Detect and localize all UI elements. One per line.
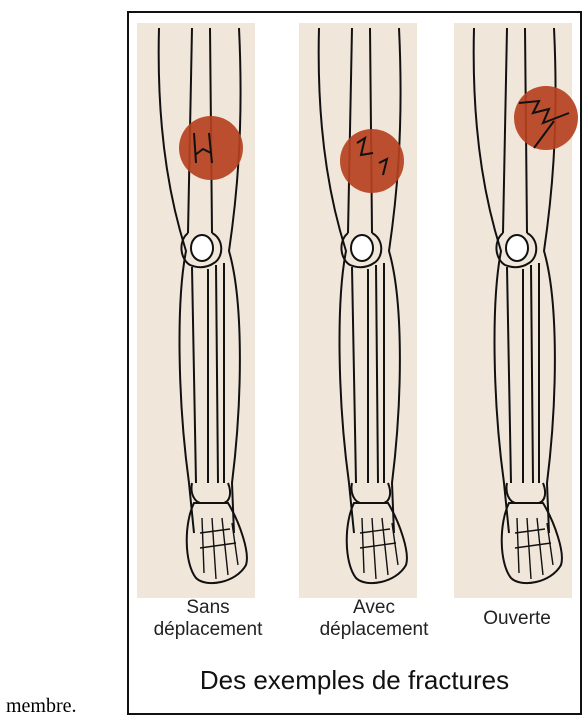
leg-1-label-line1: Sans <box>153 597 263 619</box>
trailing-text: membre. <box>6 695 77 717</box>
leg-1-background <box>137 23 255 598</box>
figure-caption: Des exemples de fractures <box>129 665 580 696</box>
leg-2-fracture-zone <box>340 129 404 193</box>
leg-1-label-line2: déplacement <box>153 619 263 641</box>
fracture-figure: Sans déplacement Avec déplacement Ouvert… <box>127 11 582 715</box>
leg-2-label-line2: déplacement <box>299 619 449 641</box>
leg-3-label-line1: Ouverte <box>462 608 572 630</box>
leg-3-label: Ouverte <box>462 608 572 630</box>
leg-1-label: Sans déplacement <box>153 597 263 641</box>
leg-2-label: Avec déplacement <box>299 597 449 641</box>
leg-2-label-line1: Avec <box>299 597 449 619</box>
